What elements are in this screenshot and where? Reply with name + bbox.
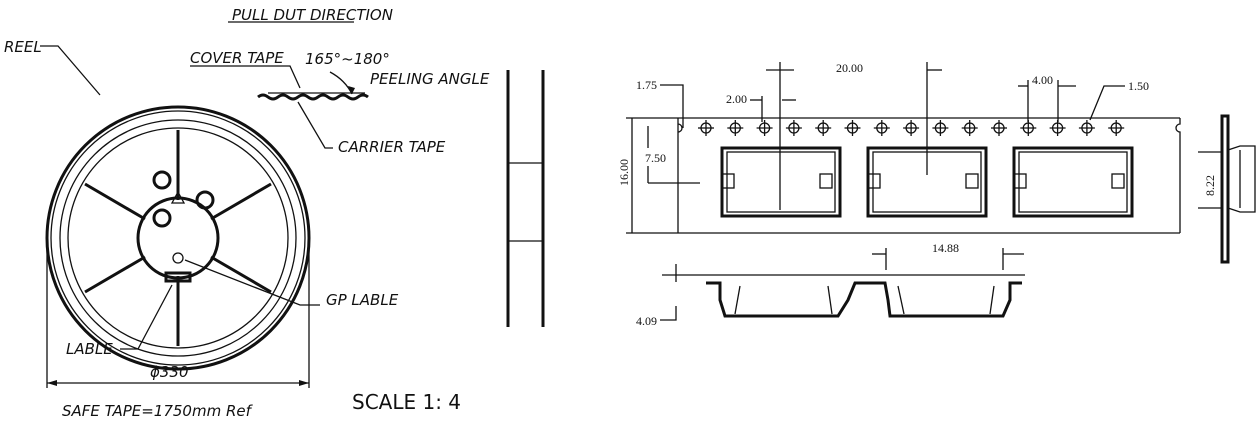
section-inner-mid-2 xyxy=(897,285,905,315)
gp-label-dot xyxy=(172,252,184,264)
reel-flange xyxy=(59,119,297,357)
dim-edge: 1.75 xyxy=(636,78,657,92)
dim-depth: 4.09 xyxy=(636,314,657,328)
tape-right-break xyxy=(1175,118,1181,233)
edge-leader xyxy=(660,84,684,128)
section-profile xyxy=(706,281,1022,318)
tape-side-view: 8.22 xyxy=(1198,114,1256,264)
peel-angle-arc xyxy=(329,71,353,95)
diameter-label: ϕ330 xyxy=(150,363,189,381)
depth-leader xyxy=(660,306,677,321)
peeling-angle-value: 165°~180° xyxy=(305,50,390,68)
dim-center: 7.50 xyxy=(645,151,666,165)
section-inner-mid-1 xyxy=(827,285,833,315)
reel-hub xyxy=(136,196,220,280)
reel-flange-inner xyxy=(67,127,289,349)
peeling-angle-label: PEELING ANGLE xyxy=(370,70,490,88)
dim-side: 8.22 xyxy=(1203,175,1217,196)
gp-label-leader xyxy=(184,259,320,306)
tape-left-notch xyxy=(677,123,683,133)
dim-hole-pitch: 2.00 xyxy=(726,92,747,106)
tape-top-view: 20.00 1.75 2.00 4.00 1.50 16.00 7.50 xyxy=(617,61,1181,234)
hub-hole-right xyxy=(195,190,215,210)
carrier-tape-label: CARRIER TAPE xyxy=(338,138,446,156)
label-text: LABLE xyxy=(66,340,113,358)
hub-hole-top xyxy=(152,170,172,190)
hub-triangle-icon xyxy=(170,190,186,204)
reel-side-view xyxy=(506,70,545,327)
peel-arrow-icon xyxy=(348,86,355,94)
dia-arrow-left-icon xyxy=(47,380,57,386)
section-inner-left xyxy=(734,285,741,315)
hub-hole-bottom xyxy=(152,208,172,228)
reel-outer-rim xyxy=(45,105,311,371)
reel-rim-inner xyxy=(50,110,306,366)
dim-pitch: 20.00 xyxy=(836,61,863,75)
reel-front-view: PULL DUT DIRECTION REEL COVER TAPE 165°~… xyxy=(4,6,490,420)
cover-tape-label: COVER TAPE xyxy=(190,49,284,67)
gp-label-text: GP LABLE xyxy=(326,291,399,309)
reel-leader xyxy=(40,45,101,96)
dia-arrow-right-icon xyxy=(299,380,309,386)
label-leader xyxy=(120,284,173,350)
hole-dia-leader xyxy=(1089,85,1125,121)
cover-tape-leader xyxy=(190,65,301,89)
reel-label: REEL xyxy=(4,38,42,56)
tape-side-pocket xyxy=(1227,145,1256,213)
dim-width: 16.00 xyxy=(617,159,631,186)
pocket-3 xyxy=(1012,146,1134,218)
dim-pocket: 14.88 xyxy=(932,241,959,255)
dim-sprocket: 4.00 xyxy=(1032,73,1053,87)
label-rect xyxy=(164,271,192,283)
tape-side-flange xyxy=(1220,114,1230,264)
reel-spokes xyxy=(84,130,272,346)
sprocket-holes xyxy=(698,120,1125,136)
pocket-1 xyxy=(720,146,842,218)
section-inner-right xyxy=(989,285,995,315)
dim-hole-dia: 1.50 xyxy=(1128,79,1149,93)
pull-direction-title: PULL DUT DIRECTION xyxy=(232,6,393,24)
carrier-tape-line xyxy=(257,93,369,101)
safe-tape-label: SAFE TAPE=1750mm Ref xyxy=(62,402,254,420)
carrier-tape-leader xyxy=(297,101,333,149)
scale-label: SCALE 1: 4 xyxy=(352,390,461,414)
tape-section-view: 14.88 4.09 xyxy=(636,241,1025,328)
